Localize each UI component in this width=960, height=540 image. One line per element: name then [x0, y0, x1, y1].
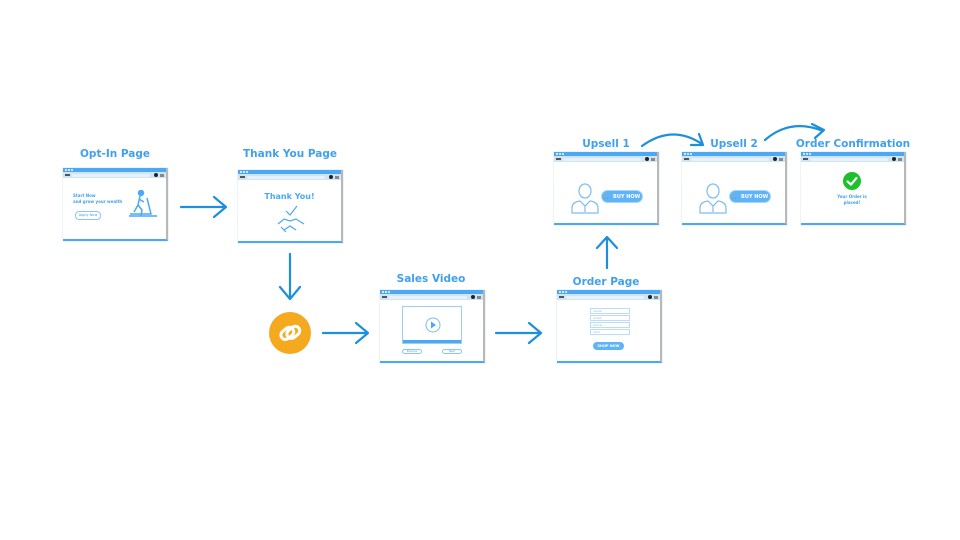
play-icon[interactable] — [425, 317, 441, 333]
person-icon — [699, 183, 727, 214]
apply-now-button[interactable]: Apply Now — [75, 211, 101, 220]
confirm-title: Order Confirmation — [795, 138, 911, 150]
upsell2-title: Upsell 2 — [710, 138, 758, 150]
arrow-video-to-order — [494, 321, 543, 345]
confirm-message: Your Order is placed! — [837, 194, 867, 205]
person-icon — [571, 183, 599, 214]
sales-video-window: Previous Next — [380, 290, 485, 363]
link-icon — [269, 312, 311, 354]
optin-headline: Start Now — [73, 193, 96, 198]
upsell2-window: 🛒BUY NOW — [682, 152, 787, 225]
phone-field[interactable]: phone — [590, 322, 630, 328]
video-title: Sales Video — [396, 273, 466, 285]
check-icon — [843, 172, 861, 190]
optin-title: Opt-In Page — [80, 148, 150, 160]
treadmill-icon — [129, 190, 157, 217]
arrow-optin-to-thankyou — [179, 195, 228, 219]
upsell1-window: 🛒BUY NOW — [554, 152, 659, 225]
order-confirmation-window: Your Order is placed! — [801, 152, 906, 225]
arrow-upsell2-to-confirm — [763, 122, 826, 142]
order-page-window: name email phone card SHOP NOW — [557, 290, 662, 363]
buy-now-button[interactable]: 🛒BUY NOW — [729, 190, 771, 203]
thankyou-page-window: Thank You! — [238, 170, 343, 243]
card-field[interactable]: card — [590, 329, 630, 335]
video-progress-bar[interactable] — [403, 340, 461, 343]
shop-now-button[interactable]: SHOP NOW — [593, 342, 624, 350]
arrow-link-to-video — [321, 321, 370, 345]
order-title: Order Page — [572, 276, 640, 288]
next-button[interactable]: Next — [442, 349, 462, 354]
arrow-thankyou-to-link — [278, 252, 302, 301]
email-field[interactable]: email — [590, 315, 630, 321]
upsell1-title: Upsell 1 — [582, 138, 630, 150]
optin-subline: and grow your wealth — [73, 199, 123, 204]
video-player[interactable] — [402, 306, 462, 344]
cart-icon: 🛒 — [603, 193, 611, 200]
buy-now-button[interactable]: 🛒BUY NOW — [601, 190, 643, 203]
optin-page-window: Start Now and grow your wealth Apply Now — [63, 168, 168, 241]
handshake-icon — [277, 205, 305, 233]
thankyou-title: Thank You Page — [243, 148, 337, 160]
arrow-order-to-upsell1 — [595, 235, 619, 270]
previous-button[interactable]: Previous — [402, 349, 422, 354]
cart-icon: 🛒 — [731, 193, 739, 200]
thankyou-message: Thank You! — [264, 192, 315, 201]
arrow-upsell1-to-upsell2 — [640, 132, 705, 148]
name-field[interactable]: name — [590, 308, 630, 314]
